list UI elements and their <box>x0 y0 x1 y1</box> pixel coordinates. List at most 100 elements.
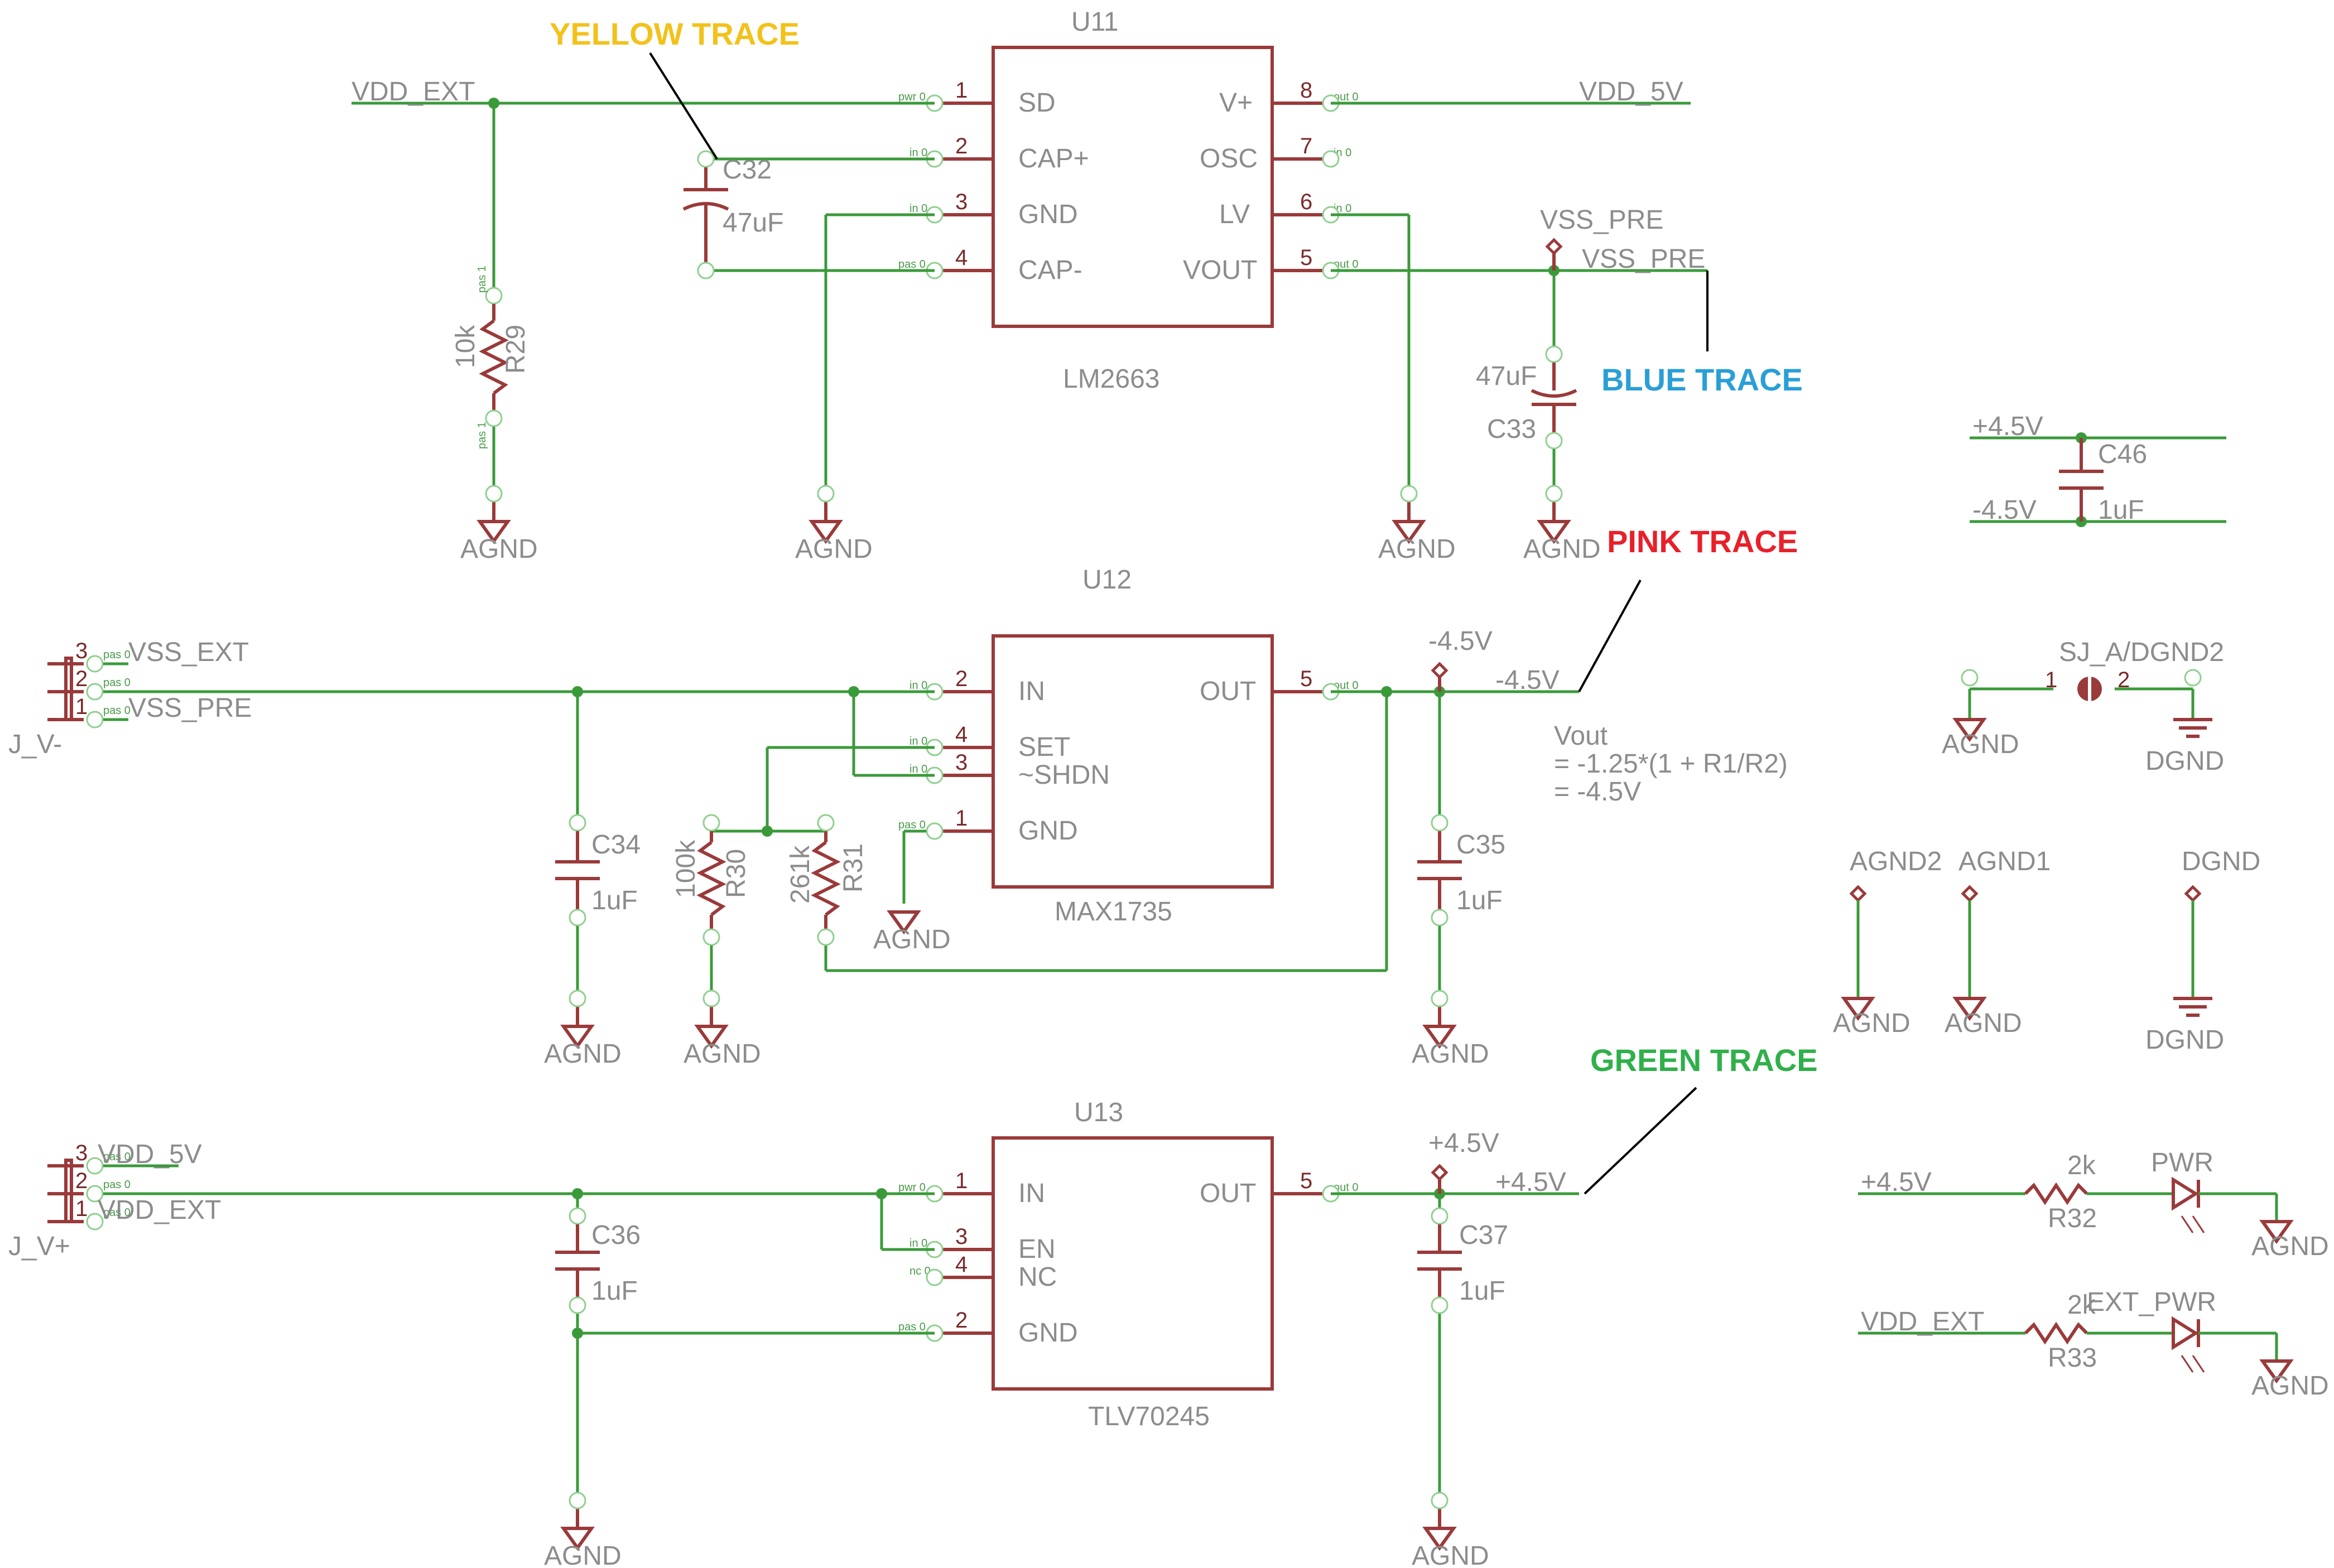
u11-pin-vplus: V+ <box>1219 88 1253 118</box>
r29-ref: R29 <box>501 325 531 374</box>
jvm-pin1: 1 <box>75 694 88 719</box>
u12-part: MAX1735 <box>1055 897 1172 927</box>
agnd-r29: AGND <box>460 534 538 564</box>
jvm-net-vss-pre: VSS_PRE <box>128 693 252 723</box>
agnd-row1: AGND AGND AGND AGND <box>460 485 1601 564</box>
c34-value: 1uF <box>591 886 638 915</box>
led-pwr-ref: PWR <box>2151 1148 2213 1178</box>
u11-pin-osc: OSC <box>1200 144 1258 173</box>
u11-pin8-type: out 0 <box>1334 91 1358 103</box>
u12-pin1-num: 1 <box>955 806 968 831</box>
led-pwr-net: +4.5V <box>1861 1167 1932 1197</box>
jvp-pin3-type: pas 0 <box>103 1151 131 1163</box>
u11-pin1-type: pwr 0 <box>898 91 926 103</box>
agnd-c34: AGND <box>544 1039 622 1069</box>
u11-ref: U11 <box>1071 7 1119 37</box>
r30-value: 100k <box>671 840 701 898</box>
sj-ref: SJ_A/DGND2 <box>2059 638 2224 667</box>
c46-capacitor: +4.5V -4.5V C46 1uF <box>1970 412 2226 527</box>
u12-pin3-num: 3 <box>955 750 968 775</box>
agnd-c33: AGND <box>1523 534 1601 564</box>
u11-pin-capp: CAP+ <box>1018 144 1089 173</box>
formula-line3: = -4.5V <box>1554 777 1641 807</box>
c35-capacitor: C35 1uF <box>1417 814 1505 998</box>
c36-capacitor: C36 1uF <box>555 1207 641 1314</box>
u11-pin-vout: VOUT <box>1183 255 1257 285</box>
neg45-label: -4.5V -4.5V <box>1428 626 1560 695</box>
u11-pin7-num: 7 <box>1300 134 1312 158</box>
agnd-u11-gnd: AGND <box>795 534 873 564</box>
agnd-u12-gnd: AGND <box>873 925 951 954</box>
c35-value: 1uF <box>1456 886 1503 915</box>
u11-pin4-type: pas 0 <box>898 258 926 271</box>
led-ext-net: VDD_EXT <box>1861 1307 1984 1337</box>
r30-resistor: 100k R30 <box>671 814 751 998</box>
u13-pin5-type: out 0 <box>1334 1181 1358 1194</box>
u13-ref: U13 <box>1074 1098 1123 1127</box>
u13-pin2-num: 2 <box>955 1308 968 1333</box>
u12-ref: U12 <box>1082 565 1132 595</box>
r33-ref: R33 <box>2048 1343 2097 1373</box>
neg45-flag: -4.5V <box>1428 626 1493 656</box>
vss-pre-label-top: VSS_PRE VSS_PRE <box>1540 205 1705 274</box>
u11-pin3-type: in 0 <box>909 202 927 215</box>
u12-pin5-num: 5 <box>1300 667 1312 691</box>
jvm-pin1-type: pas 0 <box>103 705 131 717</box>
u13-pin-nc: NC <box>1018 1262 1057 1292</box>
pink-trace-label: PINK TRACE <box>1607 524 1798 559</box>
u11-pin-lv: LV <box>1219 200 1250 229</box>
u12-pin4-type: in 0 <box>909 735 927 747</box>
u11-pin-capm: CAP- <box>1018 255 1082 285</box>
c32-value: 47uF <box>723 208 783 238</box>
ground-flags: AGND2 AGND AGND1 AGND DGND DGND <box>1833 847 2260 1055</box>
u12-pin-out: OUT <box>1200 677 1256 706</box>
agnd-c36: AGND <box>544 1541 622 1568</box>
r29-pin-top-type: pas 1 <box>476 266 488 293</box>
c32-ref: C32 <box>723 155 772 185</box>
u11-pin2-num: 2 <box>955 134 968 158</box>
jvm-pin3-type: pas 0 <box>103 649 131 661</box>
u13-pin5-num: 5 <box>1300 1169 1312 1193</box>
sj-dgnd: DGND <box>2145 746 2224 776</box>
c36-value: 1uF <box>591 1276 638 1306</box>
jvp-net-vddext: VDD_EXT <box>98 1195 221 1225</box>
pos45-label: +4.5V +4.5V <box>1428 1128 1566 1197</box>
agnd1-gnd: AGND <box>1945 1009 2022 1038</box>
r29-pin-bot-type: pas 1 <box>476 422 488 449</box>
agnd2-flag: AGND2 <box>1850 847 1942 876</box>
u12-pin-gnd: GND <box>1018 816 1078 846</box>
jvp-pin1: 1 <box>75 1196 88 1221</box>
c37-value: 1uF <box>1459 1276 1505 1306</box>
u11-part: LM2663 <box>1063 364 1159 394</box>
c37-ref: C37 <box>1459 1220 1508 1250</box>
u11-chip: U11 LM2663 SD CAP+ GND CAP- V+ OSC LV VO… <box>898 7 1358 394</box>
jvp-pin3: 3 <box>75 1141 88 1165</box>
r29-resistor: 10k R29 pas 1 pas 1 <box>451 266 531 494</box>
u12-pin2-type: in 0 <box>909 679 927 692</box>
led-ext-ref: EXT_PWR <box>2087 1287 2216 1317</box>
agnd-c35: AGND <box>1412 1039 1489 1069</box>
jvm-pin3: 3 <box>75 639 88 663</box>
agnd-r30: AGND <box>684 1039 761 1069</box>
pos45-flag: +4.5V <box>1428 1128 1499 1158</box>
u13-pin1-num: 1 <box>955 1169 968 1193</box>
u13-pin3-type: in 0 <box>909 1237 927 1249</box>
u12-pin-in: IN <box>1018 677 1045 706</box>
jvp-pin1-type: pas 0 <box>103 1207 131 1219</box>
u13-pin-in: IN <box>1018 1179 1045 1208</box>
trace-annotations: YELLOW TRACE BLUE TRACE PINK TRACE GREEN… <box>550 16 1818 1195</box>
u11-pin4-num: 4 <box>955 245 968 270</box>
c46-ref: C46 <box>2098 440 2147 469</box>
r32-ref: R32 <box>2048 1204 2097 1233</box>
sj-pin1: 1 <box>2045 668 2057 692</box>
c35-ref: C35 <box>1456 830 1505 860</box>
u13-pin4-type: nc 0 <box>909 1265 931 1277</box>
u13-pin-en: EN <box>1018 1234 1056 1264</box>
r30-ref: R30 <box>721 849 751 898</box>
u12-pin4-num: 4 <box>955 722 968 747</box>
u13-part: TLV70245 <box>1088 1402 1210 1431</box>
u12-wires <box>103 686 1579 972</box>
u11-pin5-num: 5 <box>1300 245 1312 270</box>
sj-pin2: 2 <box>2118 668 2130 692</box>
